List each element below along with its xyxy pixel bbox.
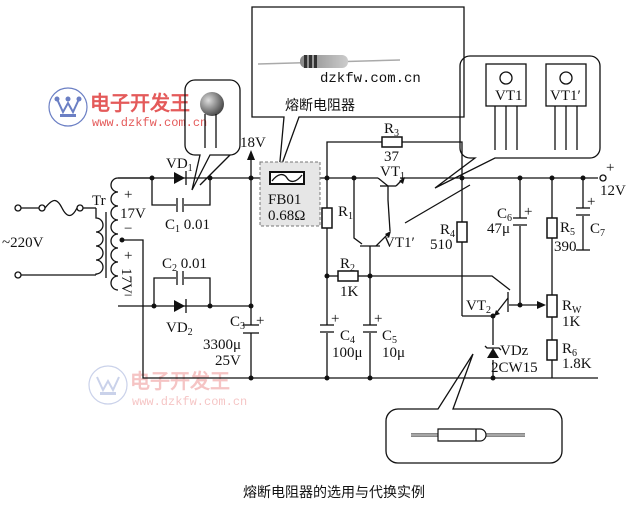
output-terminal[interactable]: + 12V <box>599 160 626 199</box>
fuse-resistor-callout: dzkfw.com.cn 熔断电阻器 <box>251 6 465 173</box>
svg-text:C1 0.01: C1 0.01 <box>165 217 210 235</box>
fuse-value: 0.68Ω <box>268 208 305 224</box>
figure-caption: 熔断电阻器的选用与代换实例 <box>243 484 425 501</box>
svg-text:510: 510 <box>430 237 453 253</box>
svg-text:+: + <box>524 204 532 220</box>
capacitor-photo-callout <box>184 79 241 191</box>
transformer: Tr + 17V − + 17V − <box>92 177 146 304</box>
callout-url: dzkfw.com.cn <box>320 71 421 87</box>
svg-text:VT2: VT2 <box>466 298 491 316</box>
fuse-icon <box>44 199 78 217</box>
transistor-vt1: VT1 <box>380 164 405 200</box>
diode-vd2: VD2 <box>166 299 193 338</box>
svg-text:10μ: 10μ <box>382 345 405 361</box>
watermark-brand: 电子开发王 <box>90 91 190 115</box>
svg-text:47μ: 47μ <box>487 221 510 237</box>
fuse-resistor-image <box>300 55 348 68</box>
watermark-url: www.dzkfw.com.cn <box>92 116 207 130</box>
capacitor-c3: C3 + 3300μ 25V <box>203 313 264 369</box>
svg-text:+: + <box>256 313 264 329</box>
svg-text:1K: 1K <box>340 284 359 300</box>
ceramic-capacitor-image <box>200 92 224 116</box>
input-terminal[interactable] <box>14 271 22 279</box>
capacitor-c2: C2 0.01 <box>162 256 207 285</box>
svg-text:+: + <box>331 311 339 327</box>
input-terminal[interactable] <box>14 204 22 212</box>
resistor-r3: R3 37 <box>381 121 403 165</box>
svg-text:C4: C4 <box>340 328 355 346</box>
zener-callout <box>385 353 563 464</box>
svg-text:VD2: VD2 <box>166 320 193 338</box>
zener-diode-image <box>437 428 487 442</box>
svg-text:VDz: VDz <box>500 343 529 359</box>
logo-icon <box>88 365 128 405</box>
svg-text:VT1: VT1 <box>495 88 523 104</box>
rail-voltage: 18V <box>240 135 266 151</box>
resistor-r6: R6 1.8K <box>546 339 592 372</box>
svg-text:www.dzkfw.com.cn: www.dzkfw.com.cn <box>132 395 247 409</box>
resistor-r2: R2 1K <box>337 256 359 300</box>
svg-text:VT1′: VT1′ <box>384 235 415 251</box>
svg-text:VD1: VD1 <box>166 156 193 174</box>
svg-text:−: − <box>124 221 132 237</box>
svg-text:390: 390 <box>554 239 577 255</box>
svg-text:2CW15: 2CW15 <box>491 360 538 376</box>
capacitor-c7: + C7 <box>576 194 605 239</box>
svg-text:VT1′: VT1′ <box>550 88 581 104</box>
svg-text:100μ: 100μ <box>332 345 363 361</box>
svg-text:Tr: Tr <box>92 193 106 209</box>
svg-text:1K: 1K <box>562 314 581 330</box>
zener-diode-vdz: VDz 2CW15 <box>484 343 538 376</box>
svg-text:3300μ: 3300μ <box>203 337 241 353</box>
fuse-resistor-fb01: FB01 0.68Ω <box>259 161 321 227</box>
svg-text:R1: R1 <box>338 204 353 222</box>
output-voltage: 12V <box>600 183 626 199</box>
svg-text:VT1: VT1 <box>380 164 405 182</box>
mains-input: ~220V <box>2 199 96 279</box>
resistor-r1: R1 <box>321 204 353 229</box>
watermark-bottom: 电子开发王 www.dzkfw.com.cn <box>88 365 247 409</box>
svg-text:C2 0.01: C2 0.01 <box>162 256 207 274</box>
svg-text:−: − <box>124 288 132 304</box>
svg-text:25V: 25V <box>215 353 241 369</box>
capacitor-c5: + C5 10μ <box>363 311 405 361</box>
svg-text:C5: C5 <box>382 328 397 346</box>
svg-text:37: 37 <box>384 149 400 165</box>
transistor-vt2: VT2 <box>466 292 509 317</box>
transistor-callout: VT1 VT1′ <box>404 55 601 224</box>
svg-text:R5: R5 <box>560 220 575 238</box>
svg-text:C3: C3 <box>230 314 245 332</box>
svg-text:+: + <box>124 248 132 264</box>
transistor-vt1-prime: VT1′ <box>360 231 415 251</box>
svg-text:+: + <box>374 311 382 327</box>
svg-text:+: + <box>587 194 595 210</box>
watermark-top: 电子开发王 www.dzkfw.com.cn <box>48 87 207 130</box>
fuse-id: FB01 <box>268 192 301 208</box>
svg-text:+: + <box>124 187 132 203</box>
capacitor-c1: C1 0.01 <box>165 198 210 235</box>
svg-text:电子开发王: 电子开发王 <box>130 369 230 393</box>
diode-vd1: VD1 <box>166 156 193 185</box>
junctions <box>119 175 586 381</box>
svg-text:~220V: ~220V <box>2 235 44 251</box>
svg-text:17V: 17V <box>120 206 146 222</box>
svg-text:17V: 17V <box>118 268 134 294</box>
fuse-resistor-title: 熔断电阻器 <box>285 98 355 114</box>
svg-text:R2: R2 <box>340 256 355 274</box>
svg-text:+: + <box>606 160 614 176</box>
svg-text:1.8K: 1.8K <box>562 356 592 372</box>
svg-text:R3: R3 <box>384 121 399 139</box>
svg-text:C7: C7 <box>590 221 605 239</box>
logo-icon <box>48 87 88 127</box>
capacitor-c6: + C6 47μ <box>487 204 532 237</box>
